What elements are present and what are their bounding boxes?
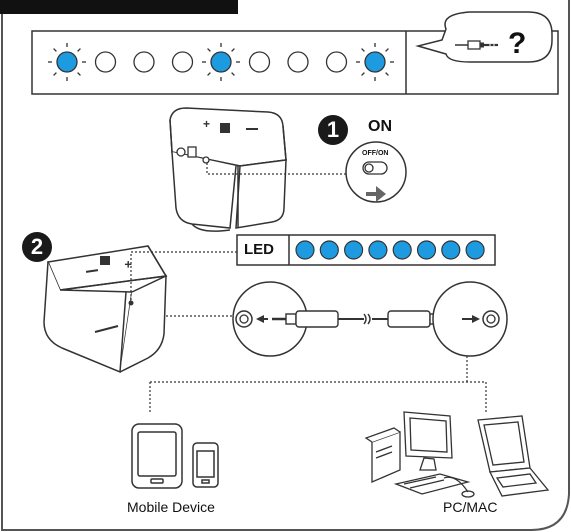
led-bar xyxy=(236,234,496,266)
speaker2-top-buttons: + xyxy=(85,256,132,273)
speaker1-top-buttons: + xyxy=(203,117,258,133)
strip-led-off xyxy=(94,51,117,73)
audio-cable xyxy=(272,310,456,328)
strip-led-off xyxy=(171,51,194,73)
led-bar-dot xyxy=(465,240,485,260)
led-bar-dot xyxy=(295,240,315,260)
desktop-pc-icon xyxy=(364,411,475,498)
led-label: LED xyxy=(244,241,274,258)
speaker-step2 xyxy=(43,245,168,374)
led-bar-dots xyxy=(295,240,485,260)
strip-led-off xyxy=(248,51,271,73)
pc-mac-label: PC/MAC xyxy=(443,499,498,515)
device-connectors xyxy=(149,356,487,412)
strip-led-lit xyxy=(356,43,394,81)
speaker1-side-ports xyxy=(176,146,210,164)
svg-text:+: + xyxy=(203,117,210,131)
strip-led-lit xyxy=(48,43,86,81)
arrow-right-icon xyxy=(366,186,386,202)
mobile-device-label: Mobile Device xyxy=(127,499,215,515)
tablet-icon xyxy=(131,423,183,489)
status-strip-leds xyxy=(48,43,394,81)
led-bar-dot xyxy=(319,240,339,260)
led-bar-dot xyxy=(392,240,412,260)
strip-led-off xyxy=(325,51,348,73)
phone-icon xyxy=(192,442,219,488)
step-2-badge: 2 xyxy=(22,232,52,262)
led-bar-dot xyxy=(416,240,437,260)
switch-label: OFF/ON xyxy=(362,150,389,157)
svg-text:+: + xyxy=(124,257,132,272)
brand-mark xyxy=(94,325,119,333)
led-bar-dot xyxy=(441,240,461,260)
led-bar-dot xyxy=(344,240,364,260)
connector-led xyxy=(130,251,240,300)
led-bar-dot xyxy=(368,240,388,260)
laptop-icon xyxy=(477,415,550,497)
strip-led-lit xyxy=(202,43,240,81)
speech-bubble xyxy=(415,11,553,63)
on-label: ON xyxy=(368,118,392,135)
header-tab xyxy=(0,0,238,14)
front-led-dot xyxy=(128,300,134,306)
step-1-badge: 1 xyxy=(318,115,348,145)
strip-led-off xyxy=(133,51,155,73)
audio-plug-icon xyxy=(455,40,498,50)
speaker-step1 xyxy=(169,107,287,232)
question-mark: ? xyxy=(508,27,527,60)
strip-led-off xyxy=(287,51,309,73)
